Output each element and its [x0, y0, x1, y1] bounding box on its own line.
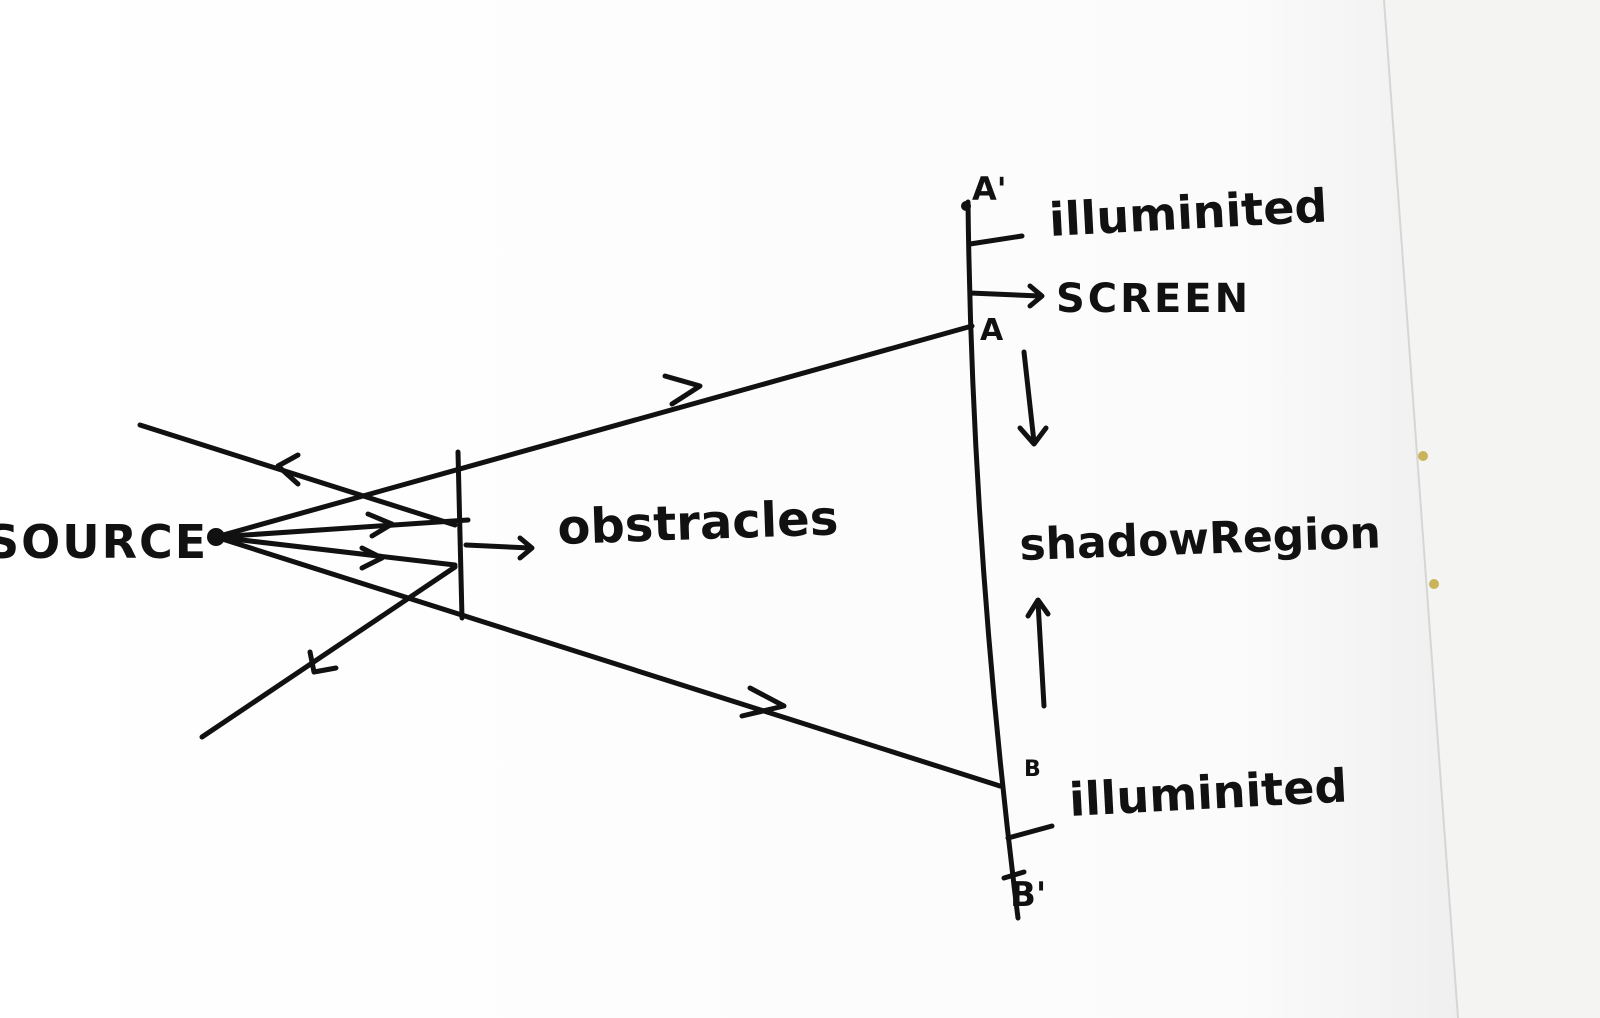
shadow-arrow-down-head	[1017, 425, 1049, 447]
arrow-ray-mid-1	[365, 511, 395, 539]
screen-pointer	[967, 290, 1043, 299]
arrow-ray-mid-2	[359, 545, 385, 571]
reflected-ray-up	[137, 422, 458, 528]
arrow-ray-top	[662, 373, 703, 407]
ray-mid-2	[213, 534, 458, 568]
staple-hole-1	[1418, 451, 1428, 461]
tick-top	[967, 233, 1025, 247]
tick-bottom	[1005, 823, 1055, 841]
staple-hole-2	[1429, 579, 1439, 589]
shadow-arrow-down	[1021, 349, 1037, 445]
paper-sheet	[0, 0, 1458, 1018]
screen-line	[965, 199, 1021, 921]
screen-pointer-head	[1027, 283, 1045, 309]
shadow-arrow-up-head	[1025, 597, 1051, 619]
ink-strokes	[137, 199, 1055, 921]
arrow-reflected-down	[307, 649, 339, 675]
point-a-label: A	[980, 313, 1004, 348]
obstacle-pointer-head	[517, 535, 535, 561]
point-a-prime-dot	[961, 201, 971, 211]
shadow-arrow-up	[1035, 599, 1047, 709]
obstacle-pointer	[463, 542, 533, 551]
arrow-reflected-up	[275, 452, 301, 487]
ray-mid-1	[213, 517, 471, 540]
point-a-prime-label: A'	[972, 170, 1007, 208]
point-b-label: B	[1024, 757, 1041, 782]
obstacle	[455, 449, 465, 621]
arrow-ray-bottom	[739, 685, 787, 719]
screen-label: SCREEN	[1056, 276, 1251, 322]
reflected-ray-down	[199, 564, 458, 740]
shadow-region-label: shadowRegion	[1019, 507, 1382, 571]
ray-top	[213, 323, 975, 540]
ray-bottom	[213, 534, 1003, 789]
paper-edge	[1383, 0, 1459, 1018]
source-label: SOURCE	[0, 515, 208, 569]
point-b-prime-label: B'	[1010, 875, 1046, 915]
tick-b-prime	[1001, 869, 1027, 881]
obstacle-label: obstracles	[556, 490, 839, 556]
